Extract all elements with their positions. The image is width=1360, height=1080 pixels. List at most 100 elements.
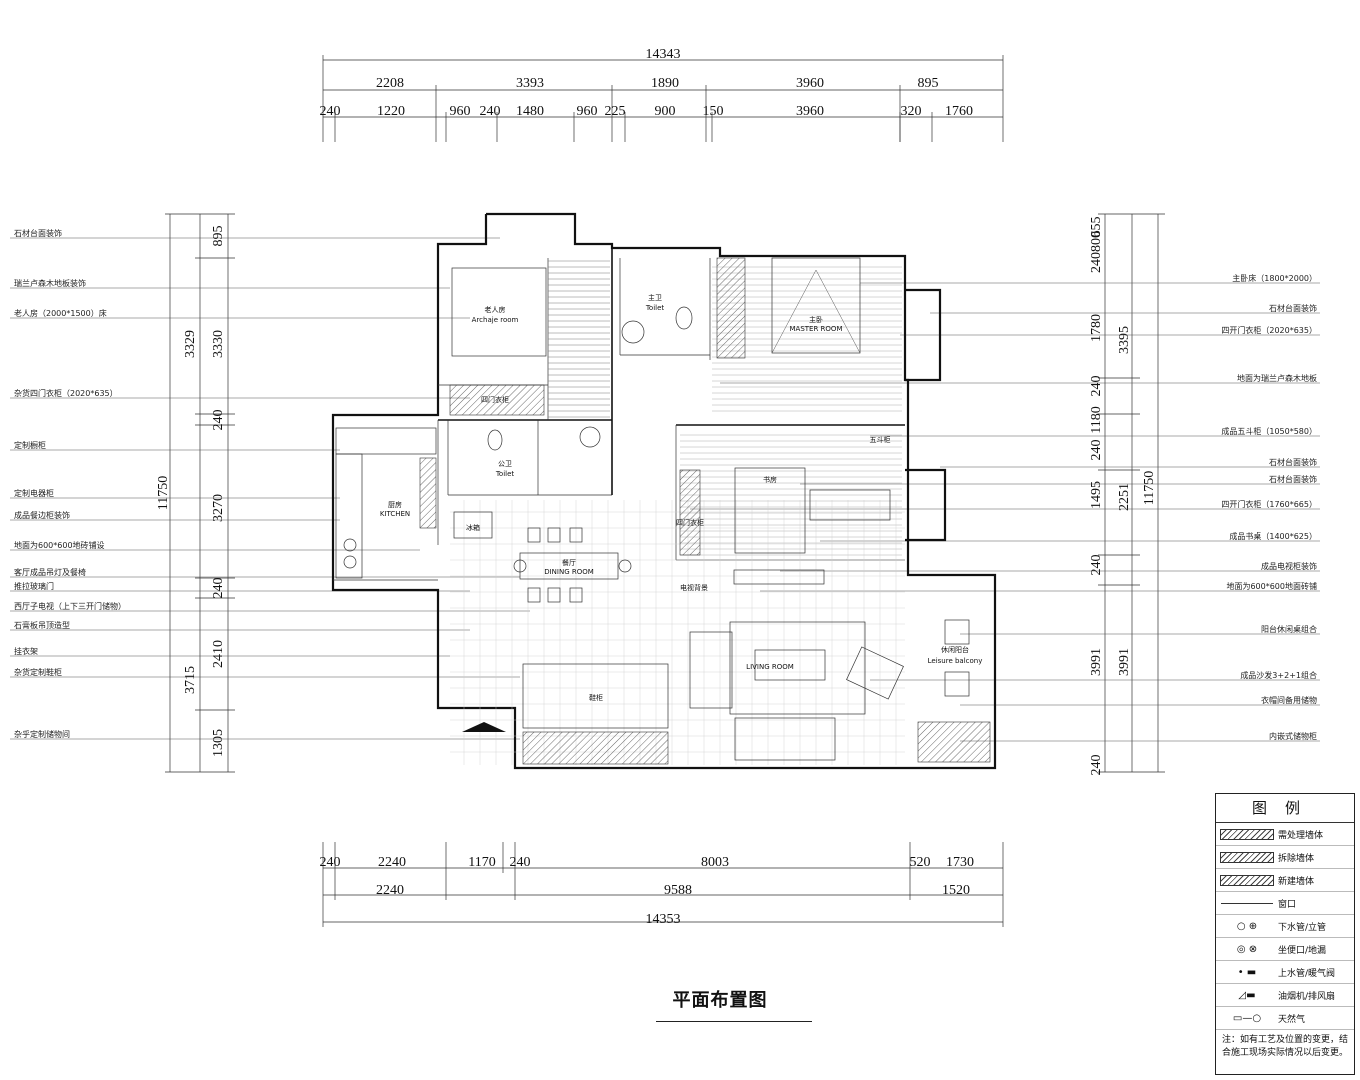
left-annotation-label: 定制电器柜 <box>14 488 54 498</box>
dim-right-inner-value: 240800 <box>1089 231 1104 273</box>
dot-icon: • ▬ <box>1237 966 1257 978</box>
right-annotation-label: 地面为600*600地面砖铺 <box>1226 581 1317 591</box>
balcony-label: 休闲阳台 <box>941 645 969 654</box>
living-rug <box>729 621 866 715</box>
drawing-title: 平面布置图 <box>672 990 768 1011</box>
elder-room-label: 老人房 <box>485 305 506 314</box>
dim-left-outer-value: 11750 <box>156 476 171 510</box>
drain-icon: ◎ ⊗ <box>1236 943 1258 955</box>
balcony-table <box>944 619 970 645</box>
master-wardrobe <box>716 257 746 359</box>
elder-room-label-en: Archaje room <box>472 316 519 324</box>
left-annotation-label: 杂货四门衣柜（2020*635） <box>14 388 118 398</box>
legend-row: ○ ⊕下水管/立管 <box>1216 915 1354 938</box>
dim-left-outer-value: 1305 <box>211 729 226 757</box>
living-floor <box>450 500 905 765</box>
left-annotation-label: 地面为600*600地砖铺设 <box>14 540 105 550</box>
dim-left-outer-value: 2410 <box>211 640 226 668</box>
dim-top-row1-value: 895 <box>918 76 939 91</box>
dim-bottom-row1-value: 240 <box>510 855 531 870</box>
study-desk <box>809 489 891 521</box>
legend-item-label: 需处理墙体 <box>1278 830 1324 841</box>
left-annotation-label: 杂乎定制储物间 <box>14 729 70 739</box>
legend-row: ◿▬油烟机/排风扇 <box>1216 984 1354 1007</box>
dim-top-row2-value: 320 <box>901 104 922 119</box>
right-annotations: 主卧床（1800*2000）石材台面装饰四开门衣柜（2020*635）地面为瑞兰… <box>1221 273 1317 741</box>
legend-row: 需处理墙体 <box>1216 823 1354 846</box>
master-label: 主卧 <box>809 315 823 324</box>
dim-top-row2-value: 960 <box>577 104 598 119</box>
dim-right-inner-value: 240 <box>1089 555 1104 576</box>
outer-walls <box>331 212 997 770</box>
legend-heading: 图例 <box>1216 794 1354 823</box>
legend-row: ◎ ⊗ 坐便口/地漏 <box>1216 938 1354 961</box>
balcony-label-en: Leisure balcony <box>928 657 983 665</box>
dining-chairs <box>513 527 632 603</box>
master-label-en: MASTER ROOM <box>790 325 843 333</box>
dim-top-row2-value: 1480 <box>516 104 544 119</box>
left-annotation-label: 推拉玻璃门 <box>14 581 54 591</box>
elder-wardrobe <box>449 384 545 416</box>
dim-right-outer-value: 3991 <box>1117 648 1132 676</box>
dim-left-outer-value: 895 <box>211 226 226 247</box>
dim-right-outer-value: 2251 <box>1117 483 1132 511</box>
dim-top-row1-value: 3393 <box>516 76 544 91</box>
right-annotation-label: 石材台面装饰 <box>1269 474 1317 484</box>
right-annotation-label: 四开门衣柜（1760*665） <box>1221 499 1317 509</box>
sofa-2 <box>734 717 836 761</box>
left-annotation-label: 瑞兰卢森木地板装饰 <box>14 278 86 288</box>
right-annotation-label: 内嵌式储物柜 <box>1269 731 1317 741</box>
left-annotation-label: 杂货定制鞋柜 <box>14 667 62 677</box>
right-annotation-label: 主卧床（1800*2000） <box>1232 273 1317 283</box>
coffee-table <box>754 649 826 681</box>
left-annotation-label: 定制橱柜 <box>14 440 46 450</box>
legend-item-label: 窗口 <box>1278 899 1297 910</box>
dim-bottom-row1-value: 2240 <box>378 855 406 870</box>
right-annotation-label: 成品五斗柜（1050*580） <box>1221 426 1317 436</box>
elder-wardrobe-label: 四门衣柜 <box>481 395 509 404</box>
wardrobe2-label: 四门衣柜 <box>676 518 704 527</box>
master-bed <box>771 257 861 354</box>
toilet1-wc <box>675 306 693 330</box>
entrance-arrow-icon <box>462 722 506 732</box>
toilet2-label-en: Toilet <box>495 470 515 478</box>
legend-item-label: 新建墙体 <box>1278 876 1315 887</box>
dining-label: 餐厅 <box>562 558 576 567</box>
hatch-icon <box>1216 874 1278 886</box>
shoe-cabinet <box>522 663 669 729</box>
dim-left-outer-value: 3715 <box>183 666 198 694</box>
dim-left-inner-value: 3270 <box>211 494 226 522</box>
dining-label-en: DINING ROOM <box>544 568 594 576</box>
balcony-storage <box>917 721 991 763</box>
dim-bottom-row2-value: 1520 <box>942 883 970 898</box>
hatch-icon <box>1216 851 1278 863</box>
right-annotation-label: 成品沙发3+2+1组合 <box>1240 670 1317 680</box>
dim-right-values: 2408006551780240118024014952403991240339… <box>1089 217 1157 776</box>
line-icon <box>1216 902 1278 904</box>
legend-item-label: 油烟机/排风扇 <box>1278 991 1336 1002</box>
legend-row: • ▬ 上水管/暖气阀 <box>1216 961 1354 984</box>
dim-right-inner-value: 655 <box>1089 217 1104 238</box>
fridge-label: 冰箱 <box>466 523 480 532</box>
dim-right-inner-value: 3991 <box>1089 648 1104 676</box>
legend-item-label: 坐便口/地漏 <box>1278 945 1327 956</box>
dim-right-inner-value: 1180 <box>1089 406 1104 433</box>
kitchen-counter-side <box>335 453 363 579</box>
tv-cabinet <box>733 569 825 585</box>
dim-top-row2-value: 960 <box>450 104 471 119</box>
dim-bottom-row1-value: 8003 <box>701 855 729 870</box>
dim-bottom-row2-value: 9588 <box>664 883 692 898</box>
dim-left-inner-value: 240 <box>211 410 226 431</box>
tv-label: 电视背景 <box>680 583 708 592</box>
gas-icon: ▭—○ <box>1232 1012 1262 1024</box>
dim-bottom-row1-value: 520 <box>910 855 931 870</box>
kitchen-label: 厨房 <box>388 500 402 509</box>
top-dimension-chain <box>322 55 1004 142</box>
legend-item-label: 上水管/暖气阀 <box>1278 968 1336 979</box>
dim-left-inner-value: 240 <box>211 578 226 599</box>
right-annotation-label: 石材台面装饰 <box>1269 457 1317 467</box>
